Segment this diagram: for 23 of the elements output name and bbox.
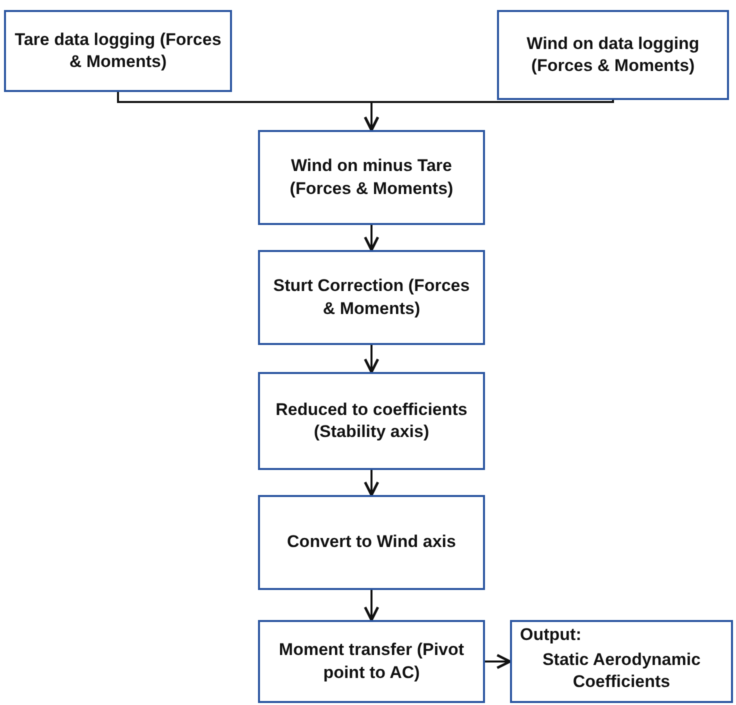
arrow [364, 470, 380, 496]
arrow [364, 590, 380, 622]
box-label: Wind on data logging (Forces & Moments) [526, 32, 700, 77]
box-label: Moment transfer (Pivot point to AC) [278, 639, 466, 684]
arrow [364, 100, 614, 132]
process-box [258, 495, 485, 590]
box-heading: Output: [520, 626, 582, 645]
box-label: Tare data logging (Forces & Moments) [14, 28, 222, 73]
box-label: Reduced to coefficients (Stability axis) [274, 398, 468, 443]
process-box [4, 10, 232, 92]
arrow [364, 345, 380, 374]
box-label: Sturt Correction (Forces & Moments) [272, 275, 471, 320]
arrow [485, 654, 512, 670]
box-label: Wind on minus Tare (Forces & Moments) [288, 155, 454, 200]
process-box [258, 620, 485, 703]
process-box [497, 10, 729, 100]
process-box [258, 250, 485, 345]
process-box [258, 372, 485, 470]
box-label: Static Aerodynamic Coefficients [541, 648, 702, 693]
process-box [510, 620, 733, 703]
process-box [258, 130, 485, 225]
arrow [364, 225, 380, 252]
box-label: Convert to Wind axis [287, 531, 456, 554]
